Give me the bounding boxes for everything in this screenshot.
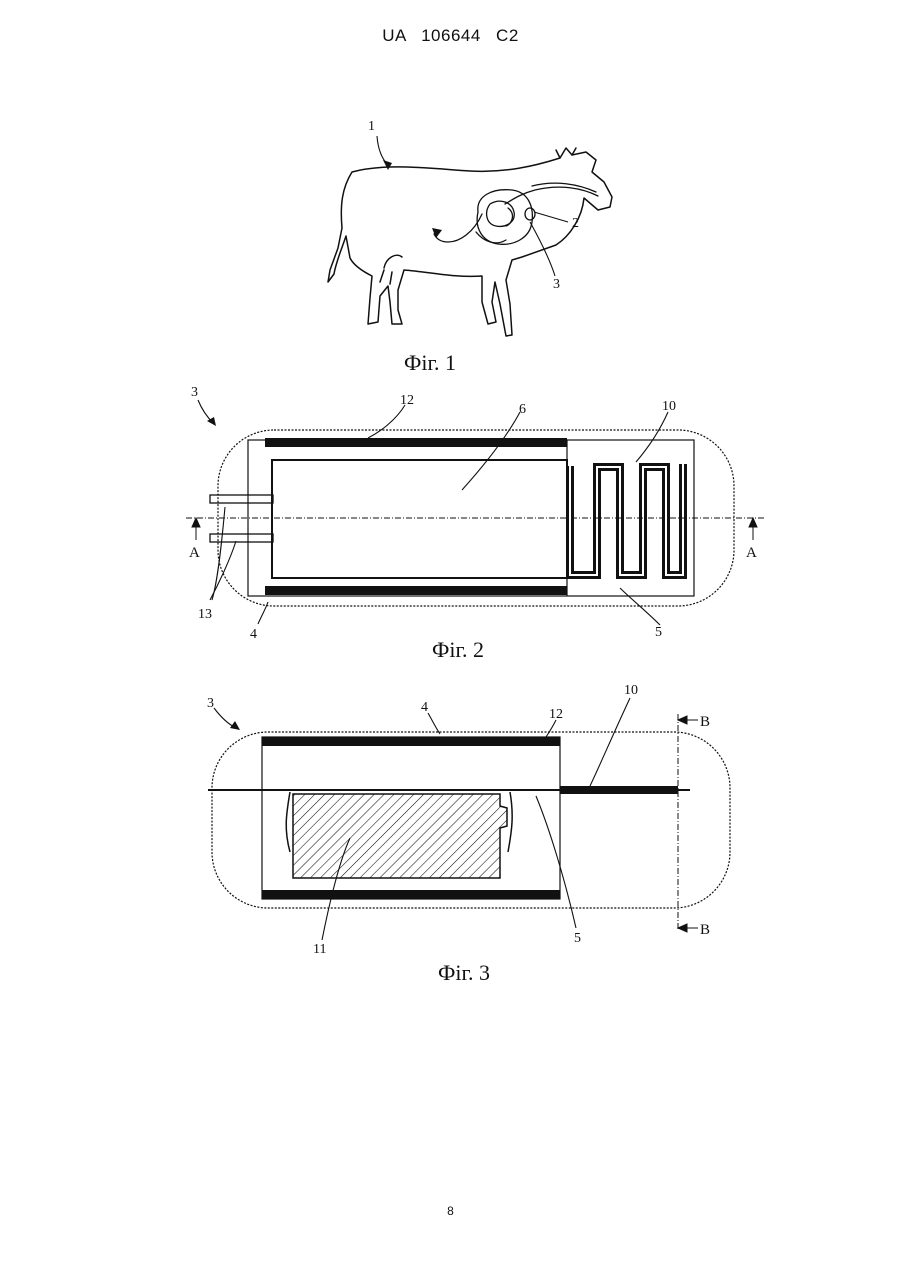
cow-outline bbox=[328, 148, 612, 336]
figure-3-caption: Фіг. 3 bbox=[438, 960, 490, 985]
label-1: 1 bbox=[368, 119, 375, 134]
figure-2: A A 3 12 6 10 13 4 5 Фіг. 2 bbox=[186, 385, 766, 662]
figure-2-caption: Фіг. 2 bbox=[432, 637, 484, 662]
section-mark-b-bottom: B bbox=[700, 922, 710, 938]
electrode-lower bbox=[210, 534, 273, 542]
electrode-upper bbox=[210, 495, 273, 503]
antenna-strip bbox=[560, 786, 678, 794]
figure-1: 1 2 3 Фіг. 1 bbox=[328, 119, 612, 375]
figure-3: B B 3 4 12 10 11 5 Фіг. 3 bbox=[207, 683, 730, 985]
battery-block bbox=[272, 460, 567, 578]
label-5: 5 bbox=[574, 931, 581, 946]
label-11: 11 bbox=[313, 942, 326, 957]
leader-lines bbox=[377, 136, 568, 276]
page-number: 8 bbox=[0, 1204, 901, 1218]
section-arrows-a bbox=[192, 518, 757, 540]
label-5: 5 bbox=[655, 625, 662, 640]
battery-block bbox=[293, 794, 507, 878]
section-mark-a-left: A bbox=[189, 545, 200, 561]
section-mark-a-right: A bbox=[746, 545, 757, 561]
arrow-head bbox=[383, 160, 392, 170]
label-3: 3 bbox=[191, 385, 198, 400]
label-4: 4 bbox=[250, 627, 257, 642]
arrow-head bbox=[432, 228, 442, 238]
magnet-bar-bottom bbox=[265, 586, 567, 595]
magnet-bar-bottom bbox=[262, 890, 560, 899]
label-10: 10 bbox=[624, 683, 638, 698]
label-12: 12 bbox=[400, 393, 414, 408]
magnet-bar-top bbox=[265, 438, 567, 447]
label-6: 6 bbox=[519, 402, 526, 417]
label-3: 3 bbox=[553, 277, 560, 292]
label-3: 3 bbox=[207, 696, 214, 711]
label-2: 2 bbox=[572, 216, 579, 231]
section-arrows-b bbox=[678, 716, 698, 932]
section-mark-b-top: B bbox=[700, 714, 710, 730]
digestive-tract bbox=[434, 183, 598, 244]
magnet-bar-top bbox=[262, 737, 560, 746]
figure-1-caption: Фіг. 1 bbox=[404, 350, 456, 375]
label-13: 13 bbox=[198, 607, 212, 622]
label-12: 12 bbox=[549, 707, 563, 722]
label-10: 10 bbox=[662, 399, 676, 414]
label-4: 4 bbox=[421, 700, 428, 715]
